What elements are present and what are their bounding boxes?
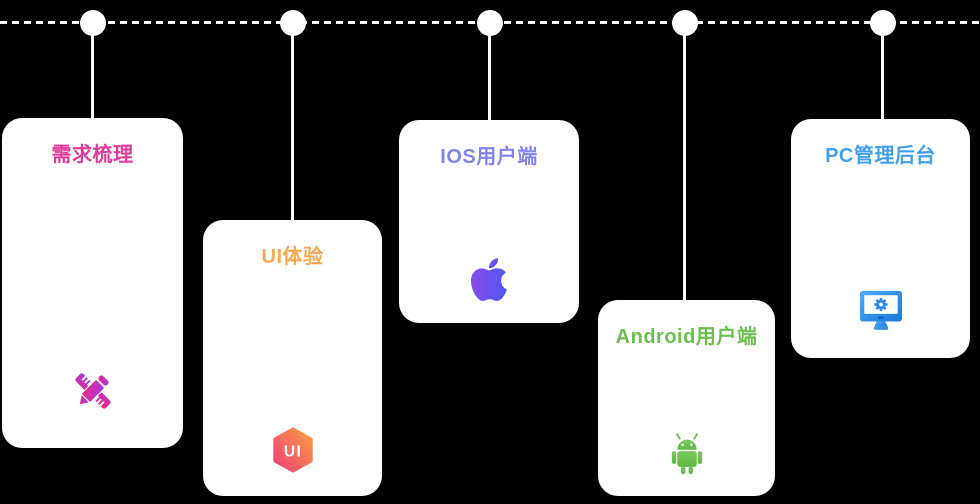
card-ios-client: IOS用户端 — [399, 120, 579, 323]
timeline-connector — [291, 23, 294, 221]
ui-hexagon-icon: UI — [271, 426, 315, 474]
apple-icon — [471, 255, 508, 304]
monitor-gear-icon — [858, 289, 904, 332]
card-title: IOS用户端 — [440, 146, 538, 168]
card-title: Android用户端 — [615, 326, 758, 348]
pen-ruler-icon — [70, 368, 116, 414]
timeline-connector — [488, 23, 491, 121]
ui-hexagon-label: UI — [283, 443, 301, 460]
timeline-connector — [91, 23, 94, 119]
card-android-client: Android用户端 — [598, 300, 775, 496]
timeline-connector — [881, 23, 884, 120]
card-title: UI体验 — [261, 246, 324, 268]
card-ui-experience: UI体验 UI — [203, 220, 382, 496]
card-title: 需求梳理 — [51, 144, 134, 166]
card-pc-admin: PC管理后台 — [791, 119, 970, 358]
android-icon — [664, 430, 710, 476]
card-title: PC管理后台 — [825, 145, 936, 167]
timeline-connector — [683, 23, 686, 301]
card-requirements: 需求梳理 — [2, 118, 183, 448]
